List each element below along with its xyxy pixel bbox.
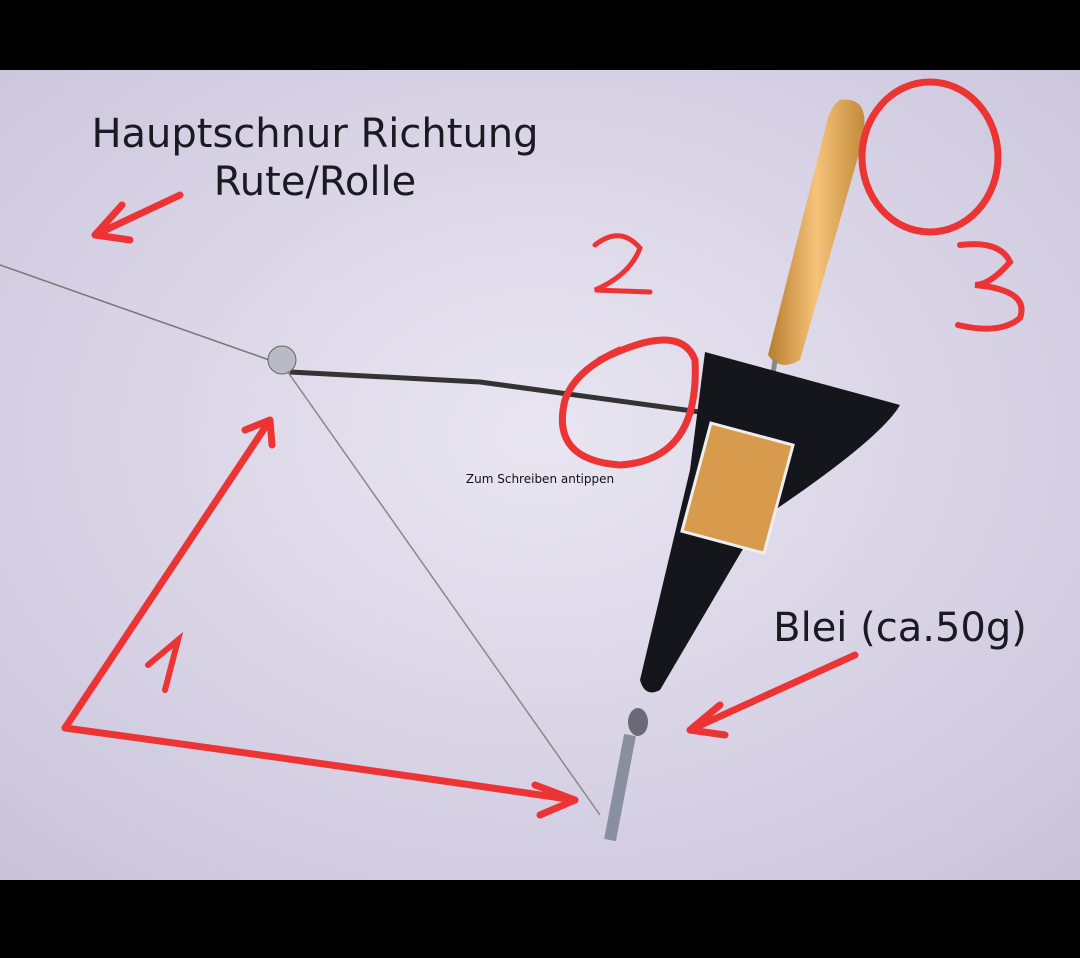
arrow-main-line-icon — [91, 191, 184, 244]
number-2-mark — [592, 233, 653, 295]
arrow-angle-icon — [61, 416, 579, 819]
tap-to-write-hint[interactable]: Zum Schreiben antippen — [465, 472, 615, 486]
swivel-bead — [267, 345, 297, 375]
number-3-mark — [955, 241, 1025, 332]
main-line — [0, 264, 276, 363]
annotated-photo[interactable] — [0, 70, 1080, 880]
red-annotations — [61, 78, 1025, 819]
lead-weight — [604, 352, 900, 842]
arrow-lead-icon — [686, 651, 859, 739]
lead-label: Blei (ca.50g) — [773, 605, 1027, 651]
main-line-label-line-2: Rute/Rolle — [213, 159, 417, 205]
lead-line — [284, 367, 601, 816]
boom-tube — [289, 369, 701, 415]
circle-2-icon — [558, 336, 699, 469]
number-1-mark — [145, 631, 184, 693]
main-line-label: Hauptschnur Richtung Rute/Rolle — [40, 110, 590, 206]
main-line-label-line-1: Hauptschnur Richtung — [91, 111, 539, 157]
circle-3-icon — [858, 78, 1002, 236]
